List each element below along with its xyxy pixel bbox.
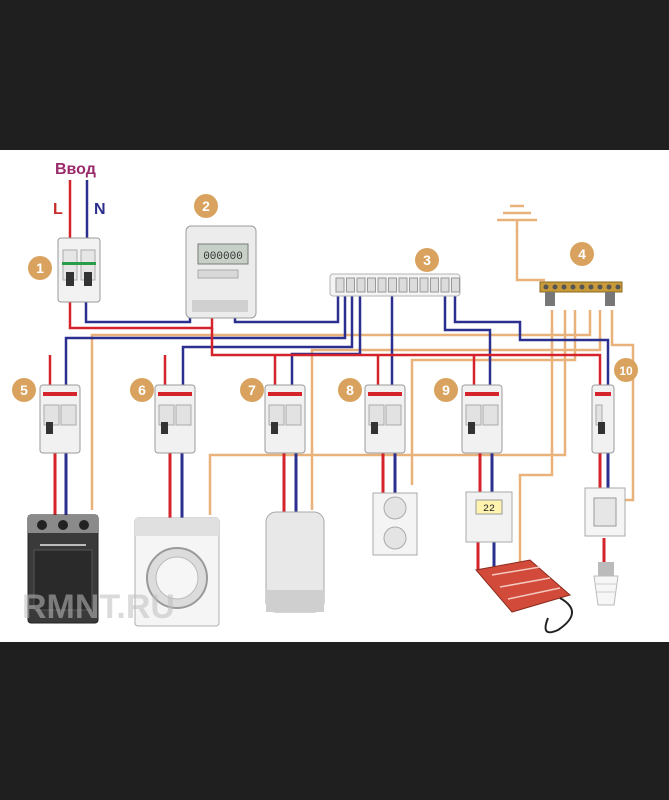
bus-screw: [597, 284, 603, 290]
badge-1: 1: [28, 256, 52, 280]
circuit-breaker: [591, 384, 615, 454]
badge-label: 9: [442, 382, 450, 398]
badge-label: 1: [36, 260, 44, 276]
badge-label: 7: [248, 382, 256, 398]
water-heater: [265, 511, 325, 613]
badge-label: 10: [619, 364, 633, 378]
badge-label: 8: [346, 382, 354, 398]
terminal-screw: [440, 277, 450, 293]
input-neutral-label: N: [94, 201, 106, 218]
terminal-screw: [367, 277, 376, 293]
light-switch: [584, 487, 626, 537]
electric-meter: 000000: [185, 225, 257, 319]
bus-screw: [561, 284, 567, 290]
circuit-breaker: [154, 384, 196, 454]
terminal-screw: [398, 277, 408, 293]
bus-screw: [570, 284, 576, 290]
floor-heating-mat: [475, 559, 573, 634]
input-title: Ввод: [55, 161, 96, 178]
badge-label: 5: [20, 382, 28, 398]
watermark: RMNT.RU: [22, 588, 175, 626]
bus-screw: [615, 284, 621, 290]
terminal-screw: [377, 277, 387, 293]
badge-9: 9: [434, 378, 458, 402]
circuit-breakers: [39, 384, 615, 454]
badge-8: 8: [338, 378, 362, 402]
bus-screw: [606, 284, 612, 290]
bus-screw: [543, 284, 549, 290]
badge-5: 5: [12, 378, 36, 402]
badge-label: 4: [578, 246, 586, 262]
circuit-breaker: [264, 384, 306, 454]
ground-wires: [90, 230, 635, 570]
washing-machine: [134, 517, 220, 627]
circuit-breaker: [364, 384, 406, 454]
badge-label: 6: [138, 382, 146, 398]
badge-3: 3: [415, 248, 439, 272]
main-breaker: [57, 237, 101, 303]
terminal-screw: [409, 277, 418, 293]
input-line-label: L: [53, 201, 63, 218]
circuit-breaker: [39, 384, 81, 454]
badge-6: 6: [130, 378, 154, 402]
light-bulb-icon: [593, 562, 619, 606]
badge-4: 4: [570, 242, 594, 266]
bus-screw: [588, 284, 594, 290]
wiring-diagram-canvas: Ввод L N: [12, 161, 638, 634]
thermostat: 22: [465, 491, 513, 543]
badge-label: 2: [202, 198, 210, 214]
number-badges: 1 2 3 4 5 6 7 8 9 10: [12, 194, 638, 402]
circuit-breaker: [461, 384, 503, 454]
ground-symbol-icon: [497, 204, 537, 232]
badge-7: 7: [240, 378, 264, 402]
phase-wires: [48, 300, 602, 385]
terminal-screw: [356, 277, 366, 293]
bus-screw: [552, 284, 558, 290]
meter-display: 000000: [203, 251, 243, 263]
badge-10: 10: [614, 358, 638, 382]
neutral-wires: [64, 295, 610, 385]
terminal-screw: [335, 277, 345, 293]
terminal-block: [329, 273, 461, 297]
double-socket: [372, 492, 418, 556]
badge-2: 2: [194, 194, 218, 218]
terminal-screw: [346, 277, 355, 293]
bus-screw: [579, 284, 585, 290]
terminal-screw: [451, 277, 460, 293]
wiring-diagram: Ввод L N: [0, 150, 669, 642]
terminal-screw: [419, 277, 429, 293]
terminal-screw: [430, 277, 439, 293]
ground-bus-bar: [539, 281, 623, 306]
terminal-screw: [388, 277, 397, 293]
stove: [27, 514, 99, 624]
thermostat-display: 22: [483, 504, 495, 515]
badge-label: 3: [423, 252, 431, 268]
